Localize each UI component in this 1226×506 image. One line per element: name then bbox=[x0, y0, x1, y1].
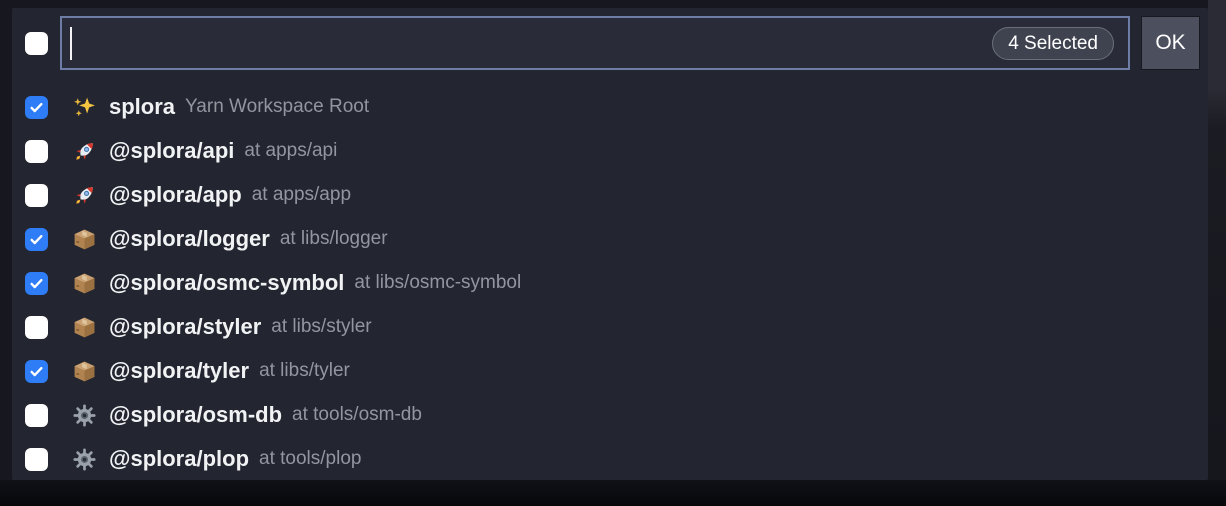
list-item[interactable]: @splora/api at apps/api bbox=[12, 129, 1208, 173]
sparkles-icon bbox=[72, 95, 97, 120]
workspace-list: splora Yarn Workspace Root @splora/api a… bbox=[12, 85, 1208, 481]
row-checkbox[interactable] bbox=[25, 447, 48, 471]
package-path: at apps/api bbox=[244, 140, 338, 161]
package-path: at libs/logger bbox=[279, 228, 388, 249]
list-item[interactable]: @splora/styler at libs/styler bbox=[12, 305, 1208, 349]
package-path: at libs/tyler bbox=[259, 360, 350, 381]
row-checkbox[interactable] bbox=[25, 227, 48, 251]
package-name: @splora/osm-db bbox=[109, 402, 283, 427]
row-checkbox[interactable] bbox=[25, 95, 48, 119]
list-item[interactable]: @splora/app at apps/app bbox=[12, 173, 1208, 217]
search-input[interactable] bbox=[70, 18, 993, 68]
row-checkbox[interactable] bbox=[25, 139, 48, 163]
package-name: @splora/app bbox=[109, 182, 242, 207]
window-shadow-bottom bbox=[0, 480, 1226, 506]
list-item[interactable]: splora Yarn Workspace Root bbox=[12, 85, 1208, 129]
package-name: @splora/api bbox=[109, 138, 235, 163]
desktop-background-right bbox=[1208, 0, 1226, 506]
ok-button[interactable]: OK bbox=[1141, 16, 1200, 70]
workspace-select-dialog: 4 Selected OK splora Yarn Workspace Root… bbox=[12, 8, 1208, 480]
gear-icon bbox=[72, 447, 97, 472]
list-item[interactable]: @splora/logger at libs/logger bbox=[12, 217, 1208, 261]
package-icon bbox=[72, 271, 97, 296]
search-box[interactable]: 4 Selected bbox=[60, 16, 1130, 70]
package-name: @splora/plop bbox=[109, 446, 250, 471]
list-item[interactable]: @splora/osmc-symbol at libs/osmc-symbol bbox=[12, 261, 1208, 305]
row-checkbox[interactable] bbox=[25, 403, 48, 427]
rocket-icon bbox=[72, 139, 97, 164]
package-name: @splora/tyler bbox=[109, 358, 250, 383]
package-path: at libs/styler bbox=[271, 316, 372, 337]
package-icon bbox=[72, 315, 97, 340]
package-path: at apps/app bbox=[251, 184, 352, 205]
package-icon bbox=[72, 227, 97, 252]
row-checkbox[interactable] bbox=[25, 271, 48, 295]
list-item[interactable]: @splora/plop at tools/plop bbox=[12, 437, 1208, 481]
list-item[interactable]: @splora/tyler at libs/tyler bbox=[12, 349, 1208, 393]
package-name: splora bbox=[109, 94, 176, 119]
selected-count-badge: 4 Selected bbox=[992, 26, 1114, 60]
package-name: @splora/logger bbox=[109, 226, 270, 251]
gear-icon bbox=[72, 403, 97, 428]
package-name: @splora/osmc-symbol bbox=[109, 270, 345, 295]
list-item[interactable]: @splora/osm-db at tools/osm-db bbox=[12, 393, 1208, 437]
package-path: at libs/osmc-symbol bbox=[354, 272, 522, 293]
package-path: Yarn Workspace Root bbox=[185, 96, 370, 117]
select-all-checkbox[interactable] bbox=[25, 31, 48, 55]
package-path: at tools/plop bbox=[259, 448, 362, 469]
row-checkbox[interactable] bbox=[25, 359, 48, 383]
package-icon bbox=[72, 359, 97, 384]
package-path: at tools/osm-db bbox=[292, 404, 422, 425]
dialog-header: 4 Selected OK bbox=[12, 8, 1208, 70]
text-cursor bbox=[70, 27, 72, 60]
package-name: @splora/styler bbox=[109, 314, 262, 339]
row-checkbox[interactable] bbox=[25, 315, 48, 339]
row-checkbox[interactable] bbox=[25, 183, 48, 207]
rocket-icon bbox=[72, 183, 97, 208]
